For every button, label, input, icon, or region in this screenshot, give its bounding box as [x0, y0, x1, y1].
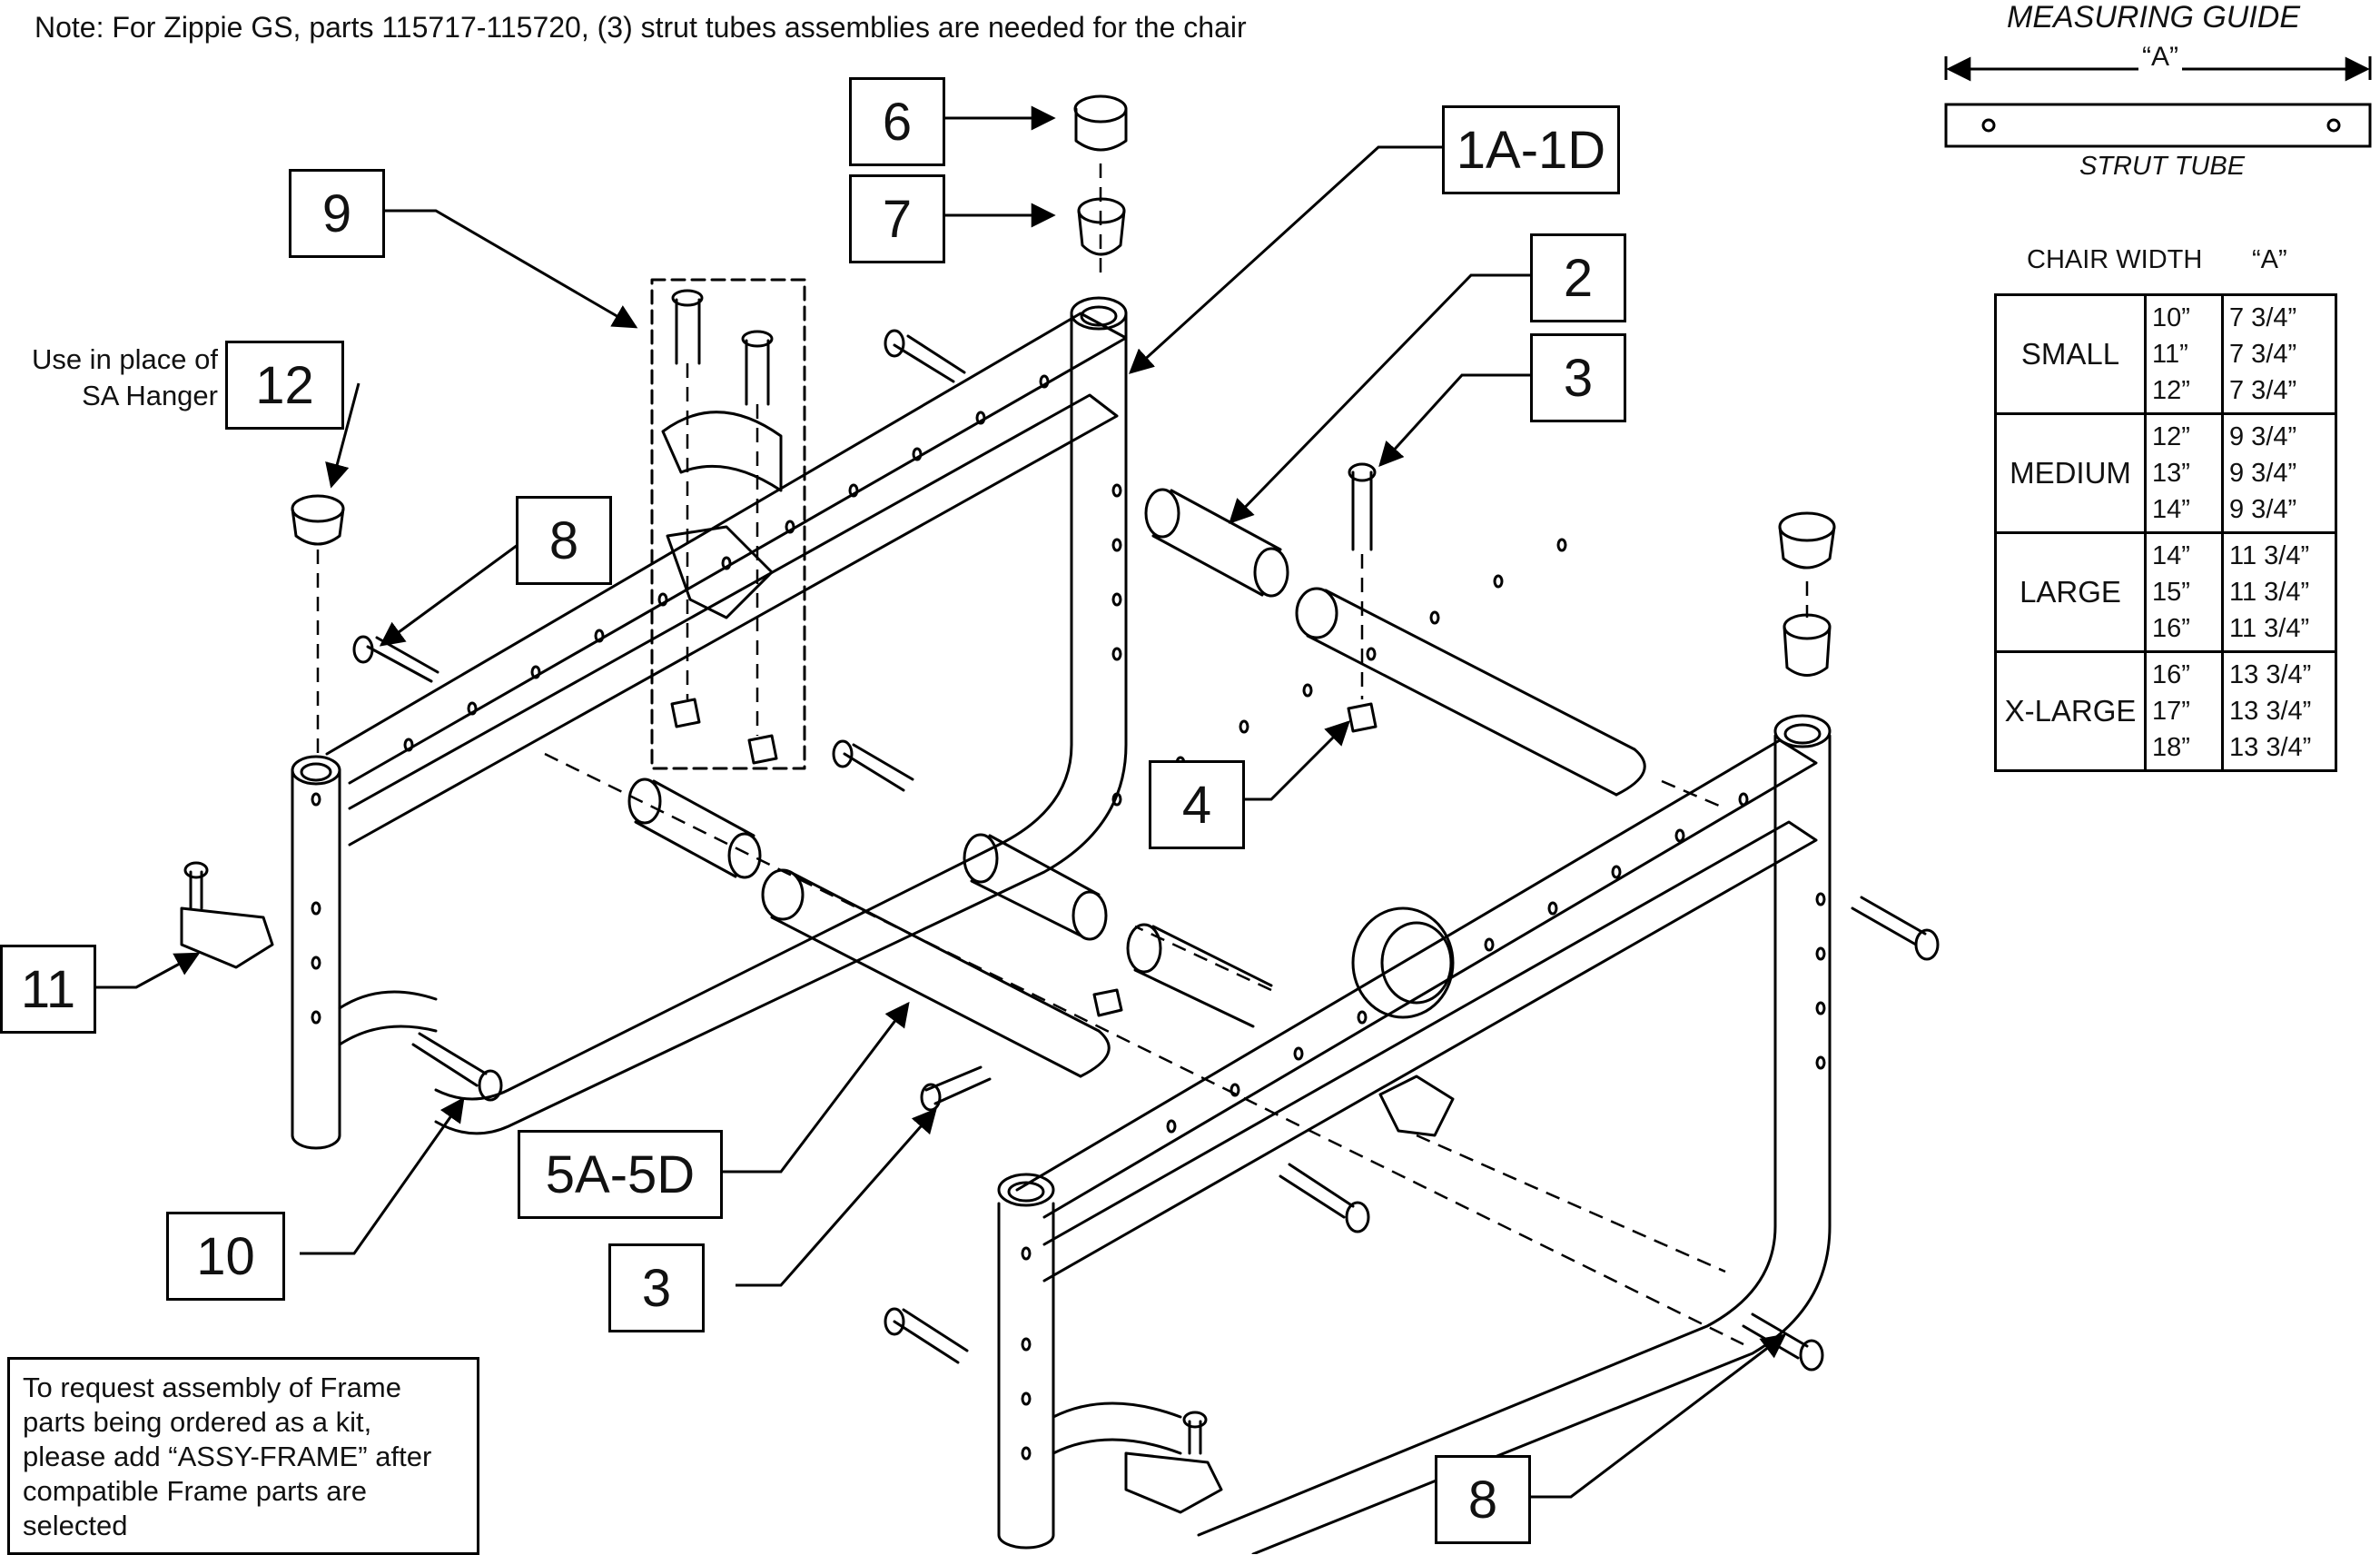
- measuring-guide-title: MEASURING GUIDE: [2007, 0, 2301, 35]
- callout-8-left: 8: [516, 496, 612, 585]
- width-cell: 12”13”14”: [2144, 412, 2224, 534]
- size-cell: SMALL: [1994, 293, 2147, 415]
- size-cell: MEDIUM: [1994, 412, 2147, 534]
- width-cell: 10”11”12”: [2144, 293, 2224, 415]
- callout-3-bottom: 3: [608, 1243, 705, 1332]
- strut-tube-label: STRUT TUBE: [2079, 152, 2246, 181]
- sleeve-tubes: [627, 488, 1289, 1028]
- strut-tube-rear: [1295, 587, 1646, 797]
- assembly-request-note: To request assembly of Frame parts being…: [7, 1357, 479, 1555]
- callout-11: 11: [0, 945, 96, 1034]
- dimension-a-label: “A”: [2138, 42, 2182, 73]
- clamp-assembly: [661, 289, 783, 765]
- callout-12: 12: [225, 341, 344, 430]
- width-cell: 14”15”16”: [2144, 531, 2224, 653]
- a-cell: 11 3/4”11 3/4”11 3/4”: [2221, 531, 2337, 653]
- strut-tube-front: [761, 868, 1111, 1078]
- callout-6: 6: [849, 77, 945, 166]
- size-cell: LARGE: [1994, 531, 2147, 653]
- callout-3-top: 3: [1530, 333, 1626, 422]
- size-cell: X-LARGE: [1994, 650, 2147, 772]
- dimension-a-header: “A”: [2252, 245, 2287, 274]
- width-cell: 16”17”18”: [2144, 650, 2224, 772]
- callout-9: 9: [289, 169, 385, 258]
- right-side-frame: [997, 714, 1832, 1554]
- table-row: LARGE 14”15”16” 11 3/4”11 3/4”11 3/4”: [1994, 531, 2337, 653]
- nuts: [1092, 702, 1378, 1017]
- table-row: SMALL 10”11”12” 7 3/4”7 3/4”7 3/4”: [1994, 293, 2337, 415]
- chair-width-header: CHAIR WIDTH: [2027, 245, 2203, 274]
- callout-10: 10: [166, 1212, 285, 1301]
- callout-4: 4: [1149, 760, 1245, 849]
- a-cell: 13 3/4”13 3/4”13 3/4”: [2221, 650, 2337, 772]
- callout-2: 2: [1530, 233, 1626, 322]
- callout-8-right: 8: [1435, 1455, 1531, 1544]
- callout-7: 7: [849, 174, 945, 263]
- axle-clamp-collar: [1351, 906, 1455, 1137]
- hangers: [180, 861, 1223, 1514]
- table-row: X-LARGE 16”17”18” 13 3/4”13 3/4”13 3/4”: [1994, 650, 2337, 772]
- callout-5a-5d: 5A-5D: [518, 1130, 723, 1219]
- table-row: MEDIUM 12”13”14” 9 3/4”9 3/4”9 3/4”: [1994, 412, 2337, 534]
- sa-hanger-note: Use in place of SA Hanger: [31, 343, 218, 411]
- a-cell: 9 3/4”9 3/4”9 3/4”: [2221, 412, 2337, 534]
- chair-width-table: SMALL 10”11”12” 7 3/4”7 3/4”7 3/4” MEDIU…: [1994, 293, 2337, 772]
- bolts: [352, 329, 1940, 1372]
- zippie-note: Note: For Zippie GS, parts 115717-115720…: [35, 11, 1247, 44]
- caps-and-inserts: [291, 94, 1836, 677]
- a-cell: 7 3/4”7 3/4”7 3/4”: [2221, 293, 2337, 415]
- callout-1a-1d: 1A-1D: [1442, 105, 1620, 194]
- left-side-frame: [291, 296, 1128, 1150]
- rail-holes: [311, 374, 1826, 1461]
